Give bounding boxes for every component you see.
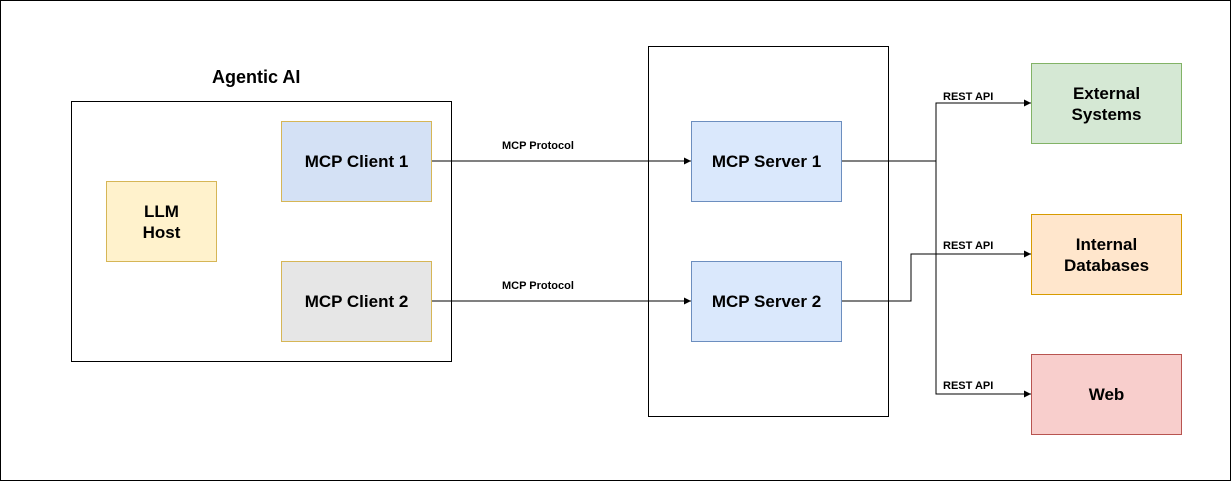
internal-databases-node[interactable]: Internal Databases bbox=[1031, 214, 1182, 295]
mcp-client-1-label: MCP Client 1 bbox=[304, 152, 409, 171]
mcp-servers-container bbox=[648, 46, 889, 417]
external-systems-node[interactable]: External Systems bbox=[1031, 63, 1182, 144]
agentic-ai-title: Agentic AI bbox=[212, 67, 301, 87]
web-node[interactable]: Web bbox=[1031, 354, 1182, 435]
edge-server1-web bbox=[935, 161, 1031, 398]
edge-label-rest-api-external: REST API bbox=[943, 91, 994, 103]
edge-server2-internal bbox=[841, 250, 1031, 302]
internal-databases-label: Internal Databases bbox=[1063, 234, 1150, 275]
web-label: Web bbox=[1088, 385, 1125, 404]
agentic-ai-container bbox=[71, 101, 452, 362]
mcp-server-1-node[interactable]: MCP Server 1 bbox=[691, 121, 842, 202]
edge-label-rest-api-internal: REST API bbox=[943, 240, 994, 252]
mcp-server-1-label: MCP Server 1 bbox=[711, 152, 822, 171]
edge-label-mcp-protocol-1: MCP Protocol bbox=[502, 140, 574, 152]
external-systems-label: External Systems bbox=[1071, 83, 1142, 124]
mcp-client-2-node[interactable]: MCP Client 2 bbox=[281, 261, 432, 342]
mcp-server-2-node[interactable]: MCP Server 2 bbox=[691, 261, 842, 342]
edge-label-mcp-protocol-2: MCP Protocol bbox=[502, 280, 574, 292]
mcp-server-2-label: MCP Server 2 bbox=[711, 292, 822, 311]
mcp-client-1-node[interactable]: MCP Client 1 bbox=[281, 121, 432, 202]
edge-label-rest-api-web: REST API bbox=[943, 380, 994, 392]
mcp-client-2-label: MCP Client 2 bbox=[304, 292, 409, 311]
llm-host-node[interactable]: LLM Host bbox=[106, 181, 217, 262]
llm-host-label: LLM Host bbox=[142, 201, 181, 242]
